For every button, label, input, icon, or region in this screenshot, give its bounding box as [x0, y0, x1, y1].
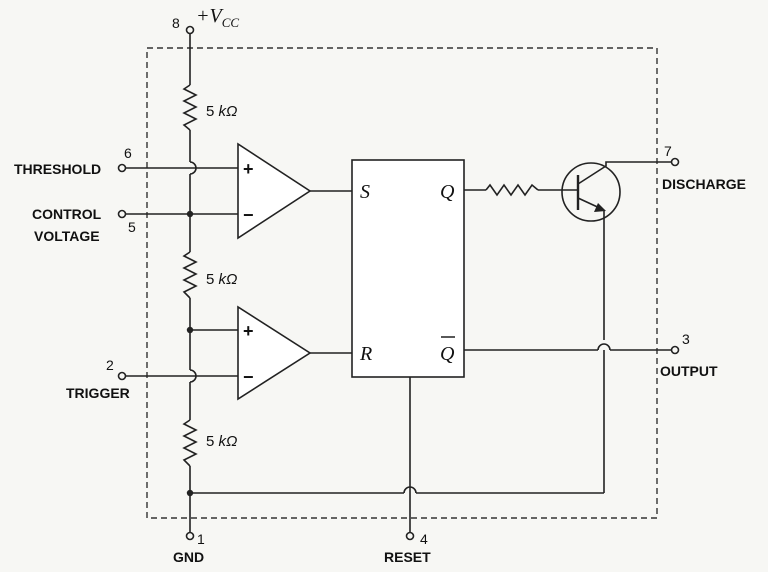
reset-pin-terminal[interactable]: [405, 531, 415, 541]
reset-pin-number: 4: [420, 531, 428, 547]
resistor-r2-label: 5 kΩ: [206, 271, 237, 288]
gnd-label: GND: [173, 549, 204, 565]
resistor-r1: [182, 84, 198, 131]
resistor-r3: [182, 419, 198, 467]
threshold-pin-number: 6: [124, 145, 132, 161]
threshold-label: THRESHOLD: [14, 161, 101, 177]
output-pin-terminal[interactable]: [670, 345, 680, 355]
output-label: OUTPUT: [660, 363, 718, 379]
trigger-label: TRIGGER: [66, 385, 130, 401]
discharge-pin-terminal[interactable]: [670, 157, 680, 167]
emitter-arrow: [594, 203, 606, 212]
upper-comparator: [237, 142, 312, 240]
lower-comparator: [237, 305, 312, 401]
resistor-r1-label: 5 kΩ: [206, 103, 237, 120]
upper-comparator-minus: −: [243, 205, 254, 225]
reset-label: RESET: [384, 549, 431, 565]
chip-boundary: [146, 47, 658, 519]
flipflop-qbar-output: Q: [440, 343, 455, 365]
resistor-r3-label: 5 kΩ: [206, 433, 237, 450]
trigger-pin-terminal[interactable]: [117, 371, 127, 381]
gnd-pin-number: 1: [197, 531, 205, 547]
discharge-label: DISCHARGE: [662, 176, 746, 192]
lower-comparator-minus: −: [243, 367, 254, 387]
flipflop-s-input: S: [360, 181, 370, 203]
resistor-r2: [182, 251, 198, 299]
upper-comparator-plus: +: [243, 159, 254, 179]
transistor-collector: [577, 161, 672, 185]
vcc-pin-terminal[interactable]: [185, 25, 195, 35]
control-label-line2: VOLTAGE: [34, 228, 100, 244]
sr-flipflop: [351, 159, 465, 378]
output-crossover-hop: [597, 343, 611, 351]
flipflop-r-input: R: [359, 343, 372, 365]
base-resistor: [485, 183, 539, 197]
lower-comparator-plus: +: [243, 321, 254, 341]
vcc-pin-number: 8: [172, 15, 180, 31]
trigger-pin-number: 2: [106, 357, 114, 373]
flipflop-q-output: Q: [440, 181, 455, 203]
discharge-transistor: [561, 162, 621, 222]
control-pin-terminal[interactable]: [117, 209, 127, 219]
gnd-pin-terminal[interactable]: [185, 531, 195, 541]
threshold-pin-terminal[interactable]: [117, 163, 127, 173]
vcc-label: +VCC: [196, 5, 239, 30]
output-pin-number: 3: [682, 331, 690, 347]
control-label-line1: CONTROL: [32, 206, 102, 222]
discharge-pin-number: 7: [664, 143, 672, 159]
control-pin-number: 5: [128, 219, 136, 235]
